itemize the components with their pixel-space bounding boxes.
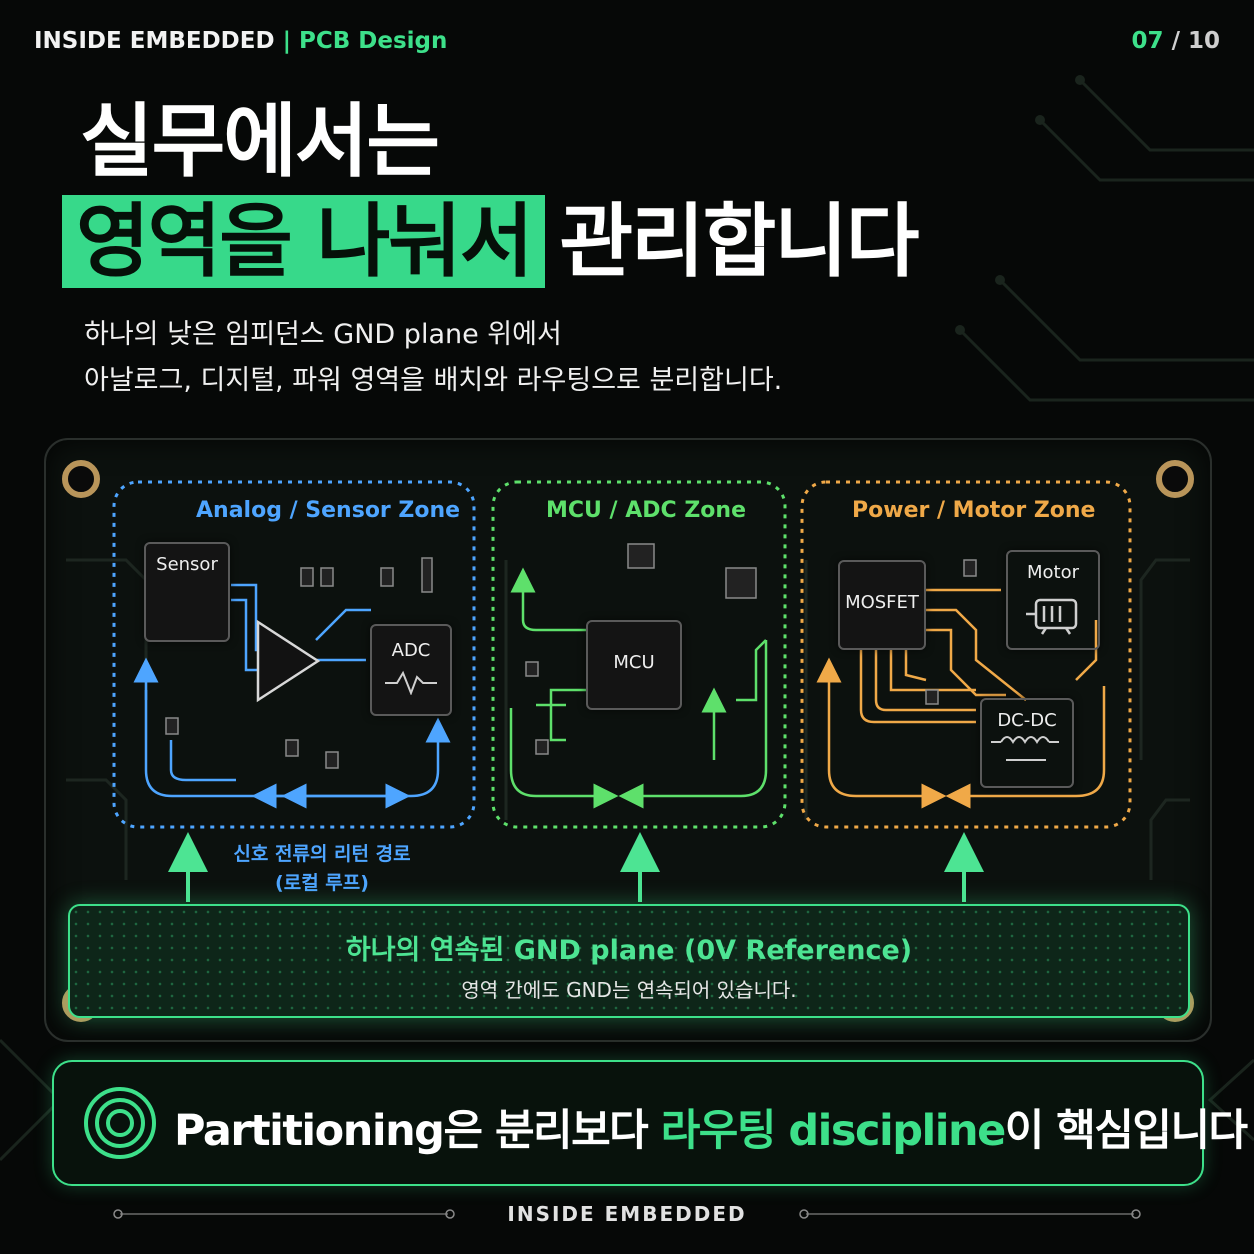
mcu-chip-label: MCU bbox=[613, 652, 655, 673]
mosfet-chip: MOSFET bbox=[838, 560, 926, 650]
sensor-chip-label: Sensor bbox=[156, 554, 218, 575]
title-highlight: 영역을 나눠서 bbox=[62, 195, 546, 288]
motor-chip: Motor bbox=[1006, 550, 1100, 650]
sensor-chip: Sensor bbox=[144, 542, 230, 642]
footer-brand: INSIDE EMBEDDED bbox=[507, 1202, 747, 1226]
mounting-hole-top-left bbox=[62, 460, 100, 498]
mounting-hole-top-right bbox=[1156, 460, 1194, 498]
amplifier-symbol bbox=[256, 619, 321, 703]
subtitle-line-2: 아날로그, 디지털, 파워 영역을 배치와 라우팅으로 분리합니다. bbox=[84, 365, 783, 396]
power-zone bbox=[800, 480, 1132, 829]
gnd-plane-title: 하나의 연속된 GND plane (0V Reference) bbox=[345, 935, 913, 966]
page-total: 10 bbox=[1187, 28, 1220, 54]
return-path-label: 신호 전류의 리턴 경로 (로컬 루프) bbox=[212, 840, 432, 898]
header-separator: | bbox=[282, 28, 291, 54]
mcu-chip: MCU bbox=[586, 620, 682, 710]
gnd-plane-subtitle: 영역 간에도 GND는 연속되어 있습니다. bbox=[461, 978, 797, 1002]
adc-chip-label: ADC bbox=[391, 640, 431, 661]
page-indicator: 07 / 10 bbox=[1132, 28, 1220, 54]
key-takeaway-callout: Partitioning은 분리보다 라우팅 discipline이 핵심입니다 bbox=[52, 1060, 1248, 1186]
analog-zone bbox=[112, 480, 476, 829]
return-path-line-2: (로컬 루프) bbox=[275, 872, 369, 894]
category-label: PCB Design bbox=[298, 28, 448, 54]
subtitle: 하나의 낮은 임피던스 GND plane 위에서 아날로그, 디지털, 파워 … bbox=[84, 312, 782, 404]
zone-label-power: Power / Motor Zone bbox=[852, 498, 1096, 523]
dcdc-chip: DC-DC bbox=[980, 698, 1074, 788]
footer-divider bbox=[113, 1209, 1141, 1219]
return-path-line-1: 신호 전류의 리턴 경로 bbox=[233, 843, 411, 865]
callout-highlight: 라우팅 discipline bbox=[660, 1106, 1007, 1156]
title-rest: 관리합니다 bbox=[559, 195, 919, 288]
page-current: 07 bbox=[1131, 28, 1164, 54]
pcb-traces bbox=[66, 480, 1190, 902]
subtitle-line-1: 하나의 낮은 임피던스 GND plane 위에서 bbox=[84, 319, 562, 350]
footer: INSIDE EMBEDDED bbox=[0, 1198, 1254, 1230]
target-icon bbox=[84, 1087, 156, 1159]
pcb-board: Analog / Sensor Zone MCU / ADC Zone Powe… bbox=[44, 438, 1212, 1042]
header: INSIDE EMBEDDED | PCB Design 07 / 10 bbox=[34, 28, 1220, 58]
dcdc-chip-label: DC-DC bbox=[997, 710, 1057, 731]
page-separator: / bbox=[1171, 28, 1180, 54]
callout-part-1: Partitioning은 분리보다 bbox=[174, 1106, 661, 1156]
mosfet-chip-label: MOSFET bbox=[845, 592, 919, 613]
motor-icon bbox=[1026, 598, 1078, 635]
zone-label-analog: Analog / Sensor Zone bbox=[196, 498, 461, 523]
brand-label: INSIDE EMBEDDED bbox=[34, 28, 275, 54]
title-line-1: 실무에서는 bbox=[80, 95, 440, 188]
inductor-icon bbox=[991, 736, 1059, 761]
waveform-icon bbox=[385, 670, 437, 696]
zone-label-mcu: MCU / ADC Zone bbox=[546, 498, 746, 523]
callout-text: Partitioning은 분리보다 라우팅 discipline이 핵심입니다 bbox=[174, 1096, 1248, 1158]
motor-chip-label: Motor bbox=[1026, 562, 1079, 583]
callout-part-2: 이 핵심입니다 bbox=[1004, 1106, 1248, 1156]
mcu-zone bbox=[491, 480, 787, 829]
gnd-plane: 하나의 연속된 GND plane (0V Reference) 영역 간에도 … bbox=[68, 904, 1190, 1018]
adc-chip: ADC bbox=[370, 624, 452, 716]
